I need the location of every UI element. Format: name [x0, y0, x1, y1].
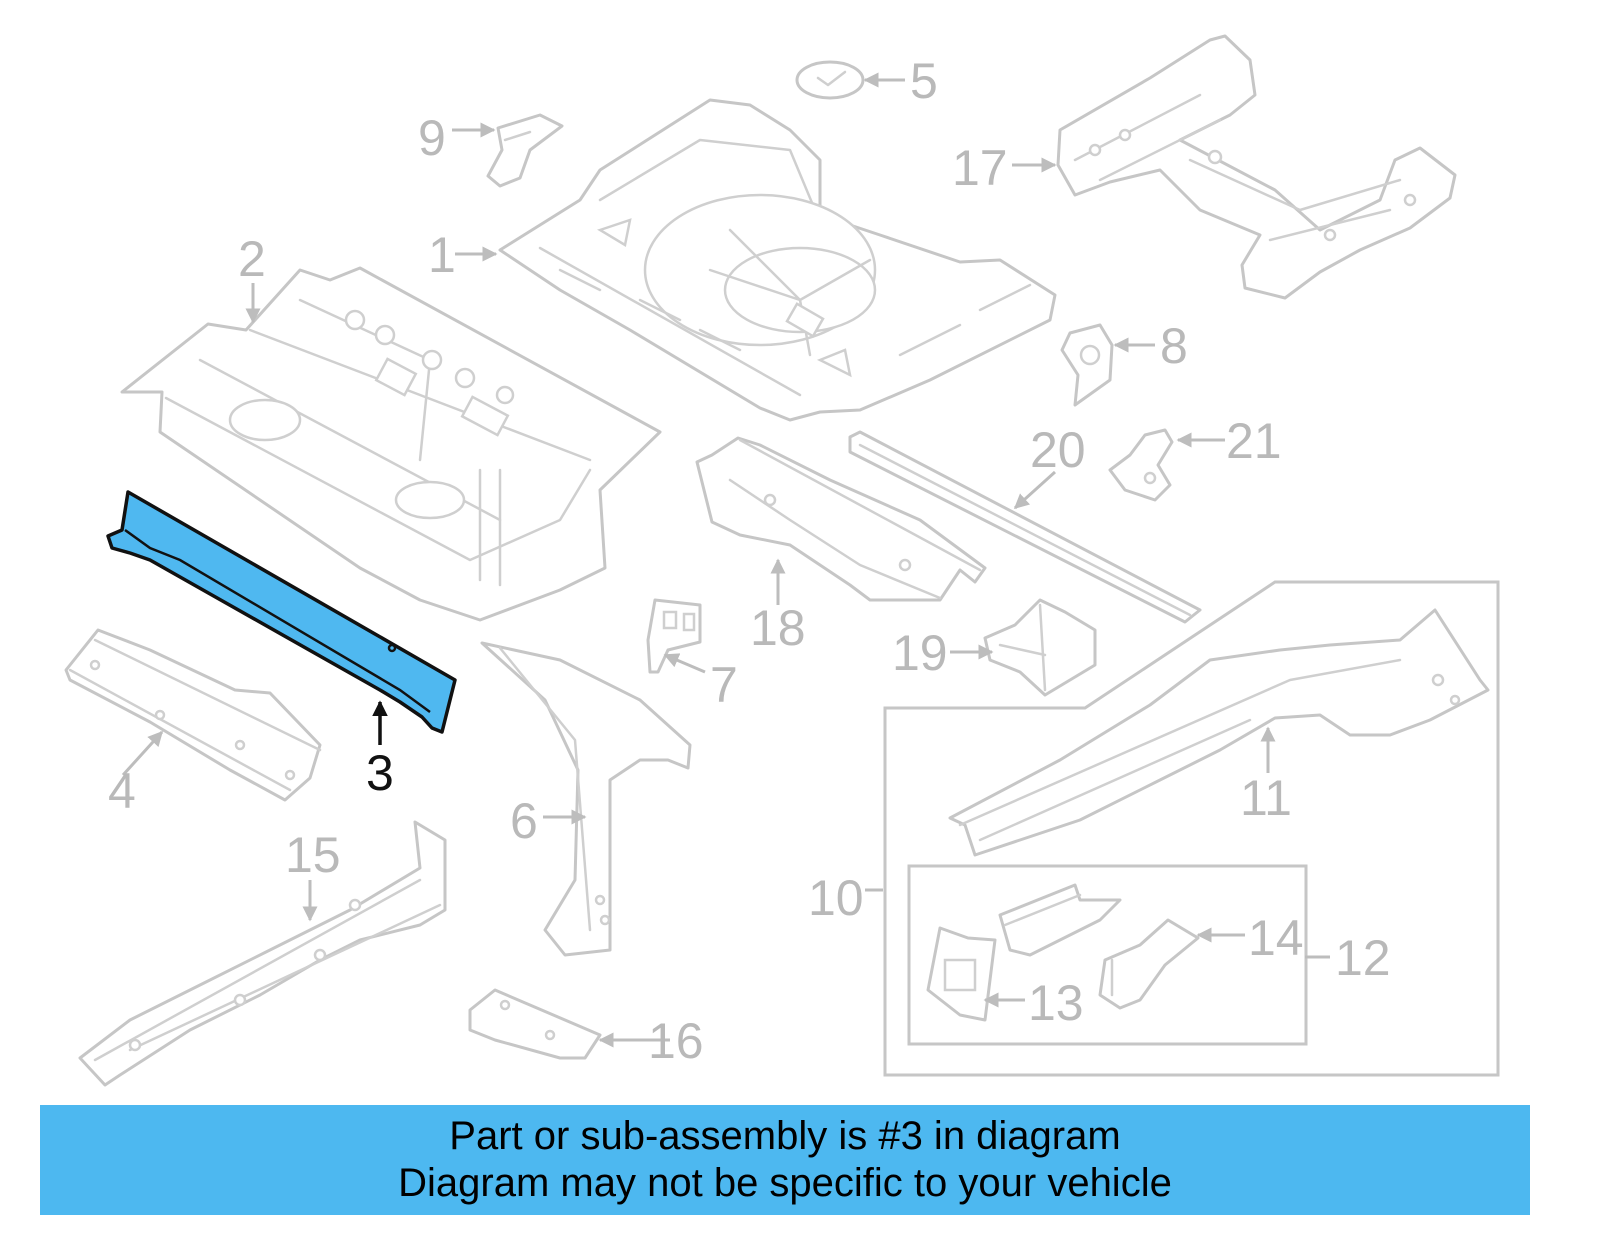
- leader-lines: [121, 72, 1330, 1048]
- part-5-plug[interactable]: [795, 60, 865, 100]
- part-20-rail[interactable]: [848, 430, 1202, 624]
- part-8-gusset[interactable]: [1060, 323, 1114, 407]
- callout-11: 11: [1240, 770, 1292, 826]
- part-21-bracket[interactable]: [1108, 428, 1174, 502]
- part-6-pillar[interactable]: [480, 641, 692, 957]
- part-7-bracket[interactable]: [646, 598, 702, 674]
- part-1-trunk-floor[interactable]: [498, 98, 1057, 422]
- part-17-crossmember[interactable]: [1056, 34, 1457, 300]
- callout-2: 2: [238, 231, 266, 287]
- banner-line-1: Part or sub-assembly is #3 in diagram: [449, 1114, 1121, 1158]
- group-box-12: [907, 864, 1308, 1046]
- callout-13: 13: [1028, 975, 1084, 1031]
- part-16-bracket[interactable]: [468, 988, 602, 1060]
- part-14-bracket[interactable]: [1098, 918, 1200, 1010]
- part-13-plate[interactable]: [926, 926, 997, 1022]
- part-3-highlighted[interactable]: [106, 490, 457, 734]
- callout-6: 6: [510, 793, 538, 849]
- part-9-bracket[interactable]: [486, 113, 564, 188]
- banner-line-2: Diagram may not be specific to your vehi…: [398, 1161, 1172, 1205]
- callout-20: 20: [1030, 422, 1086, 478]
- callout-17: 17: [952, 140, 1008, 196]
- part-15-sill[interactable]: [78, 820, 447, 1087]
- part-2-floor-pan[interactable]: [120, 266, 662, 622]
- callout-7: 7: [710, 657, 738, 713]
- callout-1: 1: [428, 227, 456, 283]
- info-banner: Part or sub-assembly is #3 in diagram Di…: [40, 1105, 1530, 1215]
- callout-8: 8: [1160, 318, 1188, 374]
- part-11-side-member[interactable]: [948, 608, 1490, 857]
- callout-16: 16: [648, 1013, 704, 1069]
- callout-19: 19: [892, 625, 948, 681]
- callout-12: 12: [1335, 930, 1391, 986]
- callout-21: 21: [1226, 413, 1282, 469]
- callout-15: 15: [285, 827, 341, 883]
- callout-labels: 1 2 3 4 5 6 7 8 9 10 11 12 13 14 15 16 1…: [108, 53, 1391, 1069]
- callout-14: 14: [1248, 910, 1304, 966]
- group-box-10: [883, 580, 1500, 1077]
- part-18-side-rail[interactable]: [695, 436, 987, 602]
- callout-10: 10: [808, 870, 864, 926]
- part-4-crossmember[interactable]: [64, 628, 322, 802]
- part-19-bracket[interactable]: [983, 598, 1097, 697]
- callout-5: 5: [910, 53, 938, 109]
- callout-18: 18: [750, 600, 806, 656]
- callout-3: 3: [366, 745, 394, 801]
- part-12-bracket[interactable]: [998, 883, 1122, 957]
- callout-9: 9: [418, 110, 446, 166]
- callout-4: 4: [108, 763, 136, 819]
